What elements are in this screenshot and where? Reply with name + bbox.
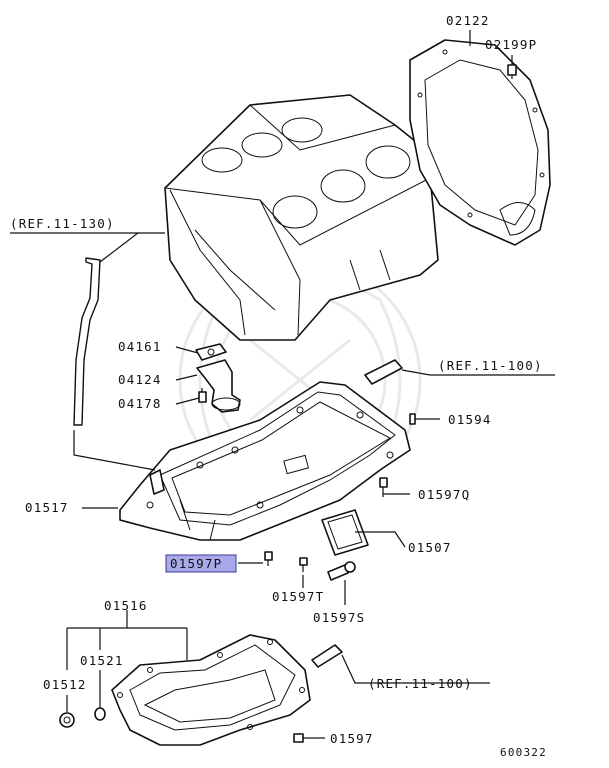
- label-01597[interactable]: 01597: [330, 731, 374, 746]
- diagram-code: 600322: [500, 746, 547, 759]
- label-01517[interactable]: 01517: [25, 500, 69, 515]
- label-01597t[interactable]: 01597T: [272, 589, 324, 604]
- label-ref-11-130[interactable]: (REF.11-130): [10, 216, 115, 231]
- bolt-04178: [198, 388, 207, 403]
- cover-01507: [321, 509, 369, 556]
- gasket-04161: [195, 343, 227, 361]
- label-ref-11-100-bottom[interactable]: (REF.11-100): [368, 676, 473, 691]
- strainer-04124: [196, 359, 241, 413]
- dipstick-guide-top: [364, 359, 403, 385]
- washer-01521: [94, 707, 106, 721]
- drain-plug-01512: [59, 712, 75, 728]
- label-04178[interactable]: 04178: [118, 396, 162, 411]
- upper-oil-pan: [119, 381, 411, 541]
- leader-lines: [10, 30, 555, 739]
- label-01594[interactable]: 01594: [448, 412, 492, 427]
- bolt-01597q: [379, 477, 388, 497]
- label-01597q[interactable]: 01597Q: [418, 487, 470, 502]
- label-04124[interactable]: 04124: [118, 372, 162, 387]
- bolt-01597s: [327, 561, 356, 581]
- label-01597s[interactable]: 01597S: [313, 610, 365, 625]
- engine-block: [164, 94, 439, 341]
- dipstick-guide-bottom: [311, 644, 343, 668]
- highlight-box: [165, 554, 237, 573]
- label-01507[interactable]: 01507: [408, 540, 452, 555]
- label-01597p[interactable]: 01597P: [170, 556, 222, 571]
- label-02122[interactable]: 02122: [446, 13, 490, 28]
- label-01516[interactable]: 01516: [104, 598, 148, 613]
- label-ref-11-100-top[interactable]: (REF.11-100): [438, 358, 543, 373]
- label-01512[interactable]: 01512: [43, 677, 87, 692]
- rear-plate-gasket: [409, 39, 551, 246]
- label-01521[interactable]: 01521: [80, 653, 124, 668]
- oil-gauge-tube: [73, 257, 101, 426]
- bolt-01597: [293, 733, 310, 743]
- lower-oil-pan: [111, 634, 311, 746]
- bolt-01597t: [299, 557, 308, 572]
- bolt-01597p: [264, 551, 273, 566]
- label-04161[interactable]: 04161: [118, 339, 162, 354]
- label-02199p[interactable]: 02199P: [485, 37, 537, 52]
- plug-01594: [409, 413, 416, 425]
